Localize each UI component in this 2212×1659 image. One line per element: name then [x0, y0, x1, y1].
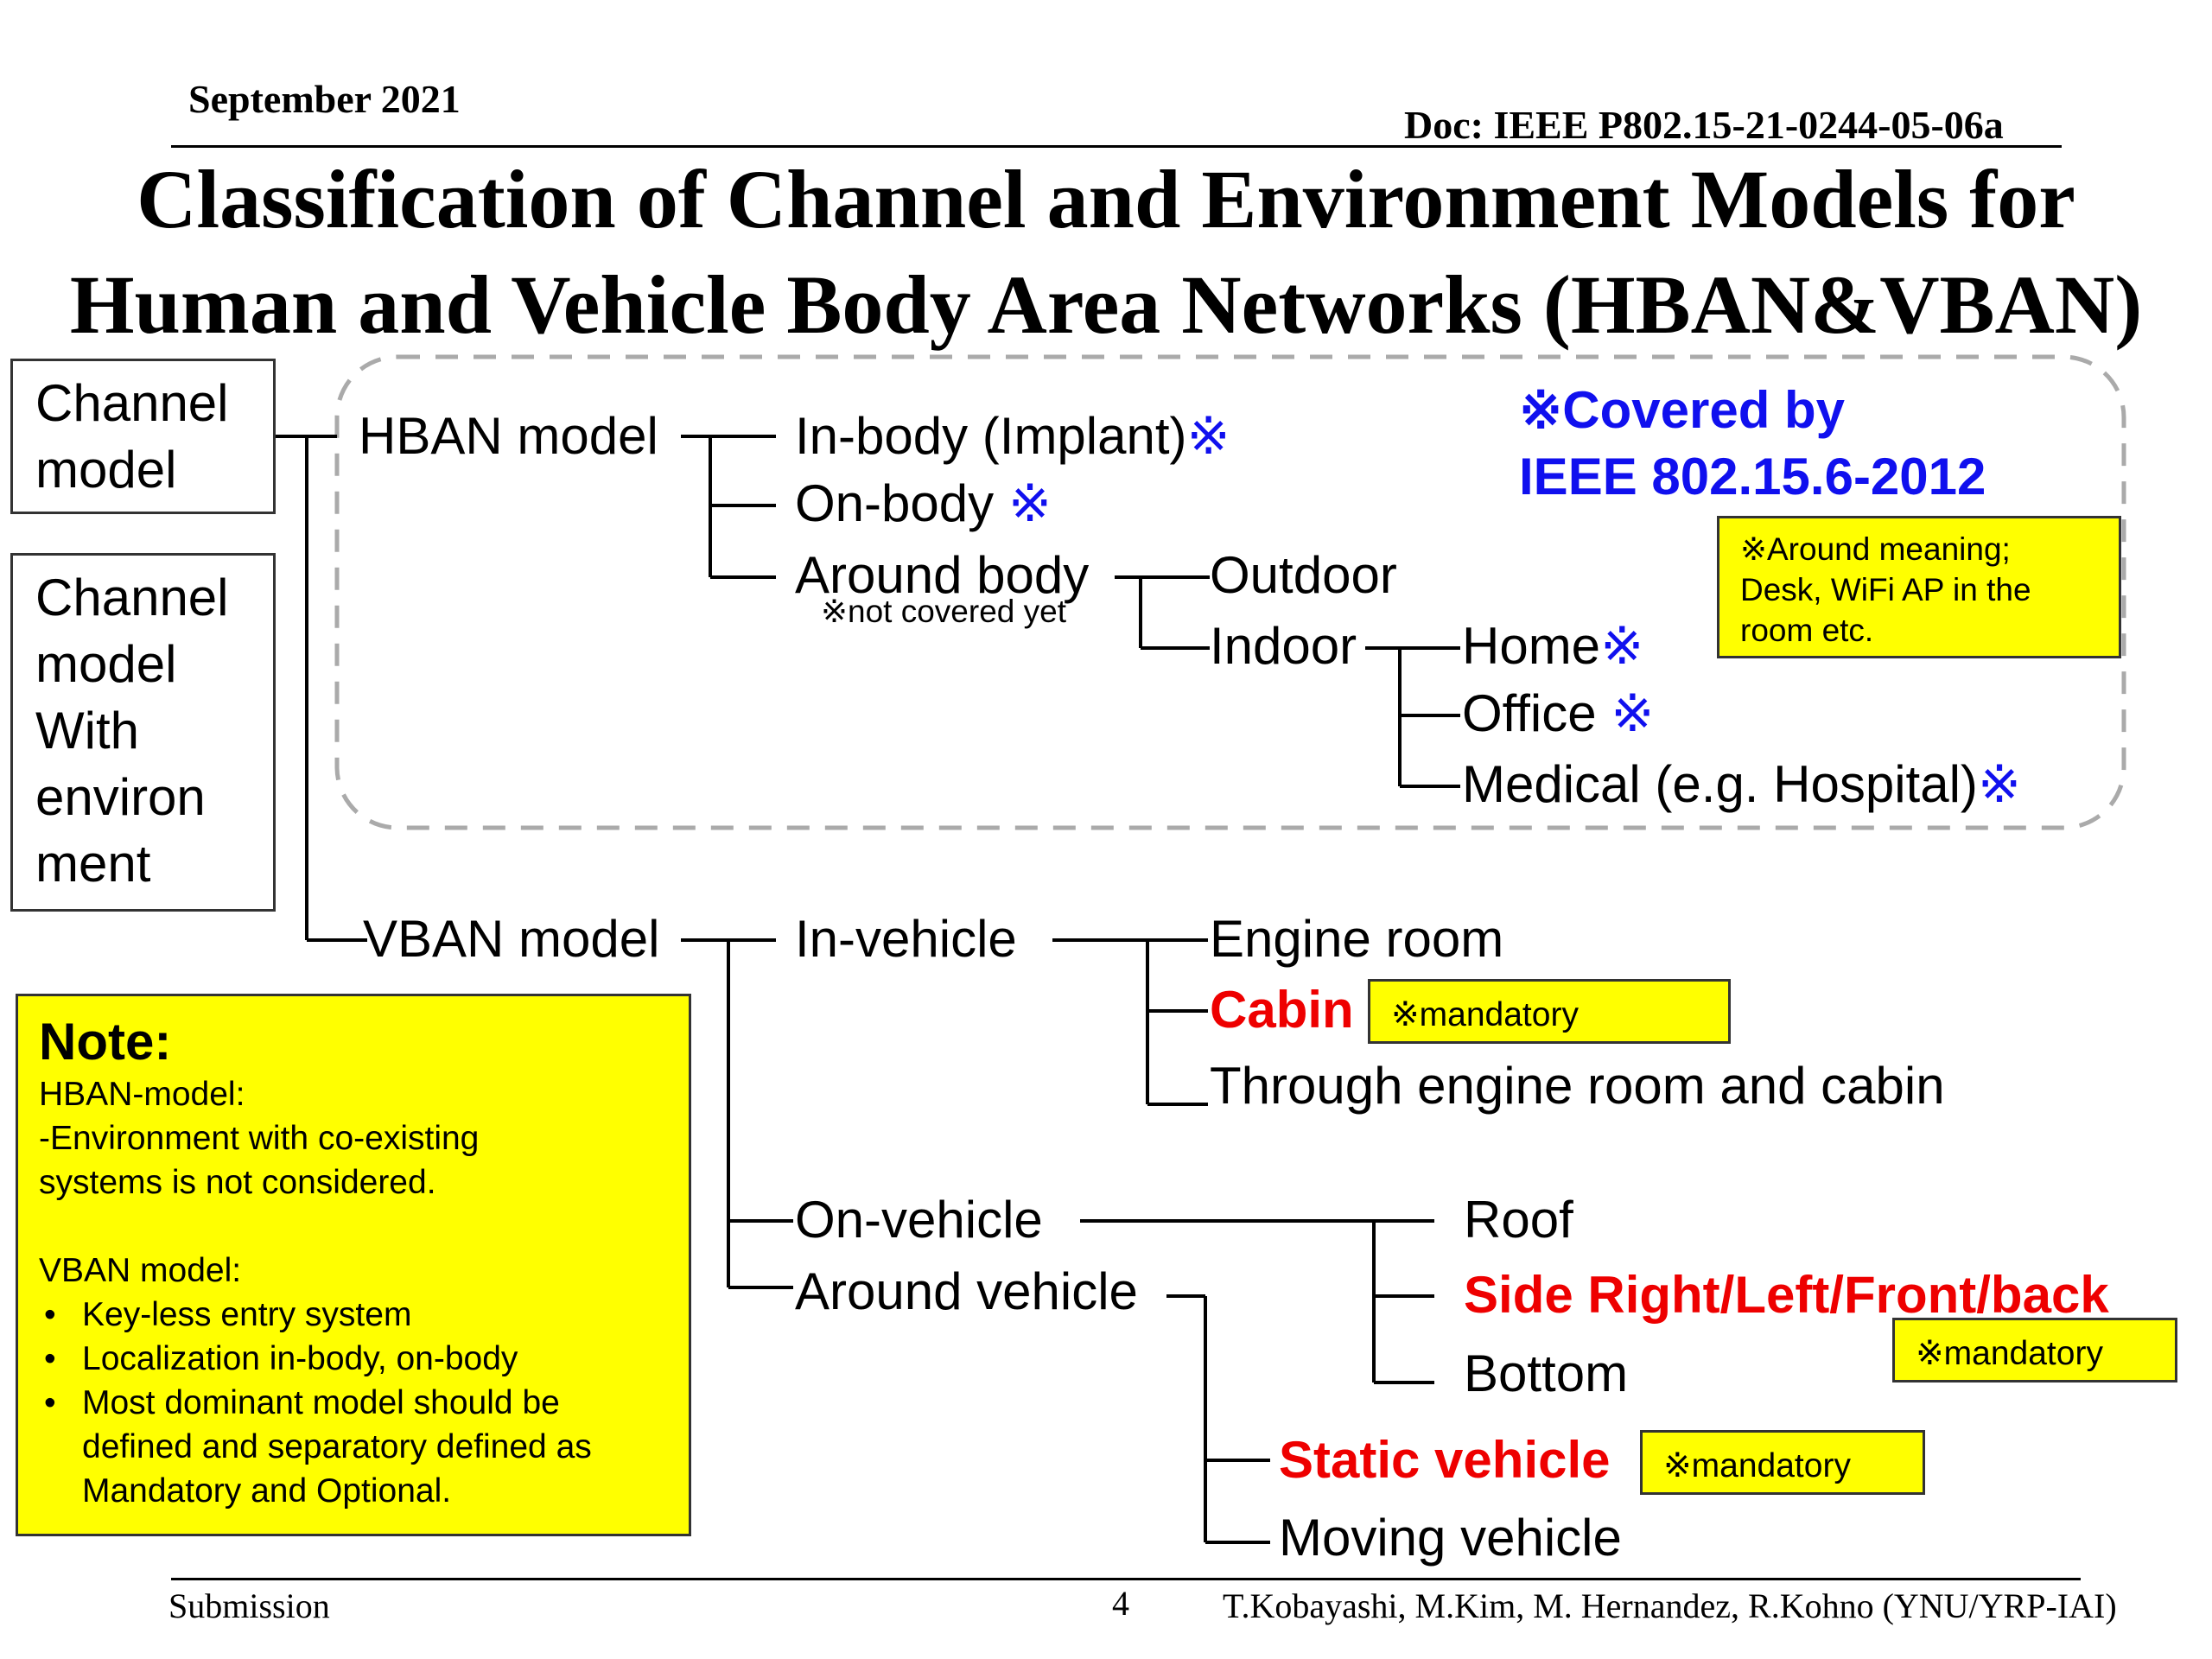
footer-submission: Submission — [168, 1586, 330, 1625]
header-rule — [171, 145, 2062, 148]
on-vehicle-label: On-vehicle — [795, 1191, 1043, 1249]
note-heading: Note: — [39, 1013, 172, 1071]
office-node: Office ※ — [1462, 688, 1655, 740]
in-body-node: In-body (Implant)※ — [795, 410, 1230, 462]
around-body-label: Around body — [795, 546, 1090, 604]
bullet-icon: • — [44, 1296, 56, 1333]
footer-page-number: 4 — [1112, 1584, 1129, 1623]
note-bullet: •Most dominant model should be — [39, 1381, 689, 1425]
covered-by-line-1: ※Covered by — [1519, 381, 1846, 439]
home-node: Home※ — [1462, 620, 1643, 672]
office-label: Office — [1462, 684, 1597, 742]
on-body-label: On-body — [795, 474, 995, 532]
covered-mark-icon: ※ — [1186, 407, 1230, 465]
around-meaning-note: ※Around meaning; Desk, WiFi AP in the ro… — [1717, 516, 2121, 658]
engine-room-label: Engine room — [1210, 910, 1504, 968]
in-body-label: In-body (Implant) — [795, 407, 1187, 465]
hban-model-label: HBAN model — [359, 407, 658, 465]
medical-label: Medical (e.g. Hospital) — [1462, 755, 1978, 813]
channel-model-box: Channel model — [10, 359, 276, 514]
covered-by-line-2: IEEE 802.15.6-2012 — [1519, 448, 1986, 505]
around-vehicle-label: Around vehicle — [795, 1262, 1138, 1320]
not-covered-note: ※not covered yet — [821, 594, 1066, 629]
side-mandatory-tag: ※mandatory — [1892, 1318, 2177, 1382]
vban-model-label: VBAN model — [363, 910, 660, 968]
note-bullet-continuation: defined and separatory defined as — [82, 1428, 592, 1465]
note-line — [39, 1205, 689, 1249]
channel-env-model-box: Channel model With environ ment — [10, 553, 276, 912]
note-box: Note: HBAN-model: -Environment with co-e… — [16, 994, 691, 1536]
side-label: Side Right/Left/Front/back — [1464, 1266, 2109, 1324]
note-bullet: •Key-less entry system — [39, 1293, 689, 1337]
note-line: -Environment with co-existing — [39, 1120, 480, 1157]
channel-env-line: Channel — [35, 569, 229, 626]
footer-rule — [171, 1578, 2081, 1580]
indoor-label: Indoor — [1210, 617, 1357, 675]
bottom-label: Bottom — [1464, 1344, 1629, 1402]
note-line: systems is not considered. — [39, 1164, 436, 1201]
header-date: September 2021 — [188, 77, 461, 121]
title-line-1: Classification of Channel and Environmen… — [137, 153, 2075, 245]
title-line-2: Human and Vehicle Body Area Networks (HB… — [69, 258, 2143, 351]
channel-env-line: environ — [35, 768, 206, 826]
channel-model-line: Channel — [35, 374, 229, 432]
channel-model-line: model — [35, 441, 177, 499]
cabin-label: Cabin — [1210, 981, 1354, 1039]
around-note-line: room etc. — [1740, 613, 1874, 648]
channel-env-line: With — [35, 702, 139, 760]
footer-authors: T.Kobayashi, M.Kim, M. Hernandez, R.Kohn… — [1223, 1586, 2117, 1625]
channel-env-line: model — [35, 635, 177, 693]
note-line: VBAN model: — [39, 1252, 242, 1289]
in-vehicle-label: In-vehicle — [795, 910, 1017, 968]
covered-mark-icon: ※ — [1611, 684, 1655, 742]
home-label: Home — [1462, 617, 1601, 675]
covered-mark-icon: ※ — [1977, 755, 2022, 813]
bullet-icon: • — [44, 1340, 56, 1377]
through-label: Through engine room and cabin — [1210, 1057, 1945, 1115]
note-bullet: •Localization in-body, on-body — [39, 1337, 689, 1381]
tree-lines — [276, 435, 1460, 1544]
covered-mark-icon: ※ — [1007, 474, 1052, 532]
around-note-line: ※Around meaning; — [1740, 531, 2011, 567]
static-vehicle-label: Static vehicle — [1279, 1431, 1611, 1489]
static-mandatory-tag: ※mandatory — [1640, 1430, 1925, 1495]
covered-mark-icon: ※ — [1600, 617, 1644, 675]
outdoor-label: Outdoor — [1210, 546, 1397, 604]
roof-label: Roof — [1464, 1191, 1573, 1249]
note-bullet-continuation: Mandatory and Optional. — [82, 1472, 452, 1510]
cabin-mandatory-tag: ※mandatory — [1368, 979, 1731, 1044]
on-body-node: On-body ※ — [795, 478, 1052, 530]
bullet-icon: • — [44, 1384, 56, 1421]
channel-env-line: ment — [35, 835, 151, 893]
around-note-line: Desk, WiFi AP in the — [1740, 572, 2031, 607]
medical-node: Medical (e.g. Hospital)※ — [1462, 759, 2021, 810]
moving-vehicle-label: Moving vehicle — [1279, 1509, 1622, 1567]
header-doc-id: Doc: IEEE P802.15-21-0244-05-06a — [1404, 103, 2004, 147]
note-line: HBAN-model: — [39, 1076, 245, 1113]
